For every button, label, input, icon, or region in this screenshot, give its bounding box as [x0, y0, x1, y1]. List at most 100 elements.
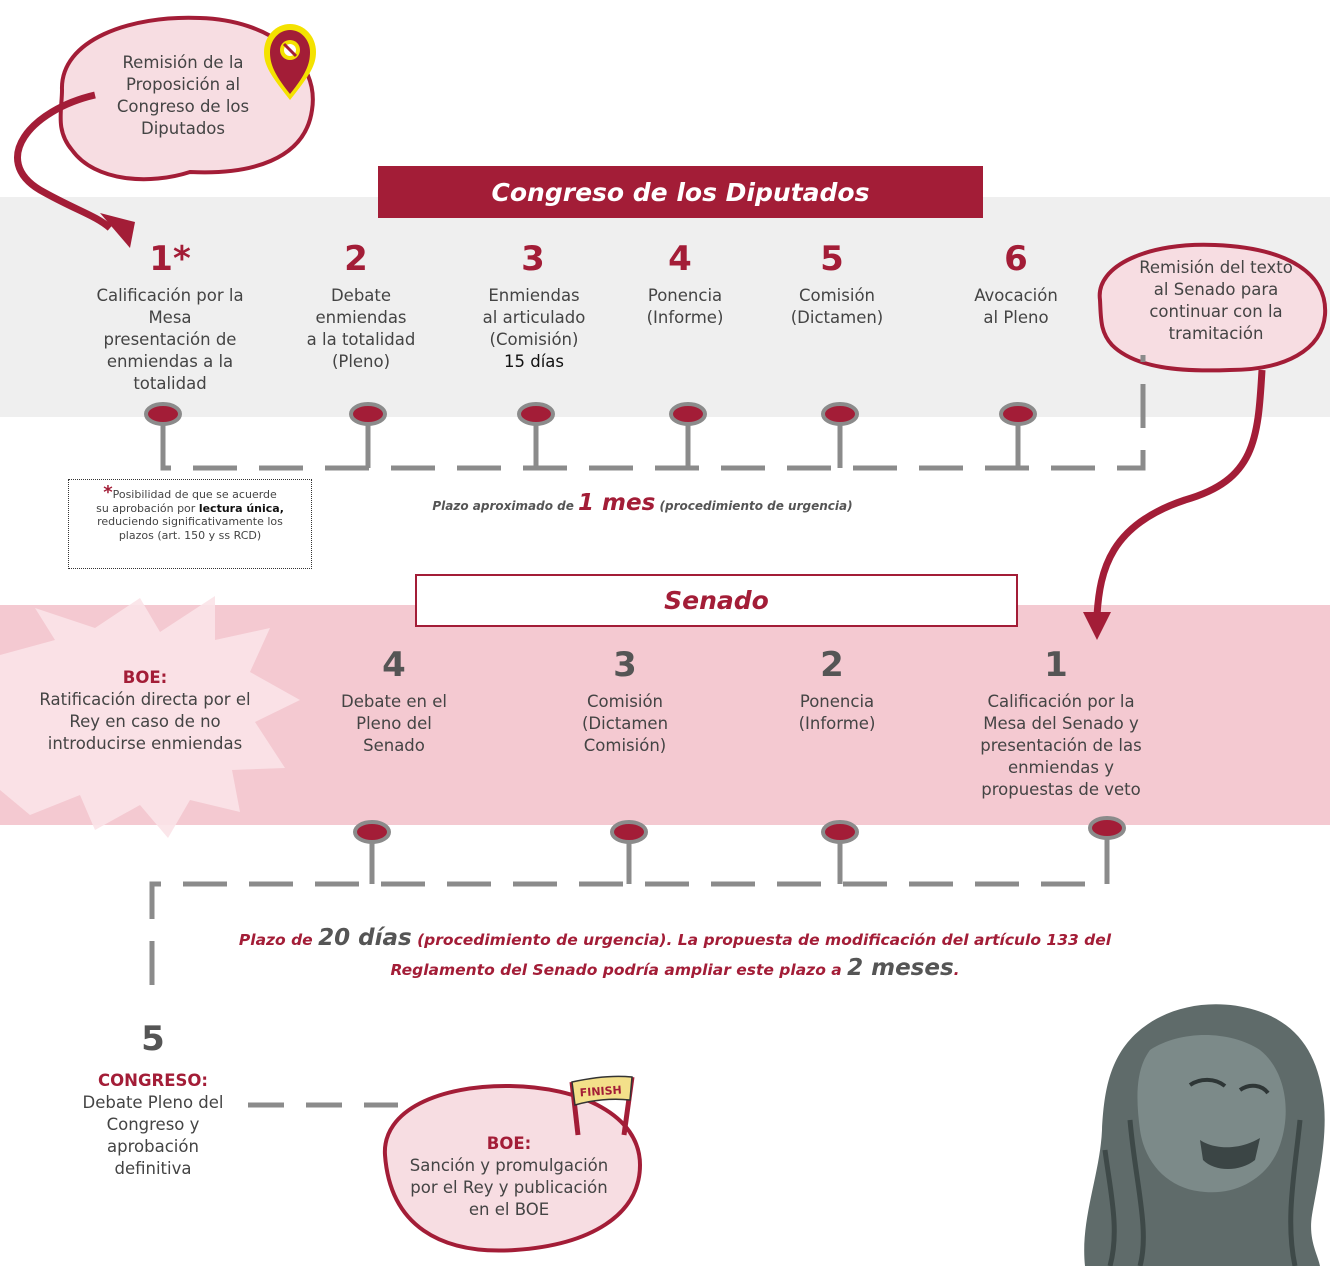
step-line: (Informe) [798, 714, 876, 733]
congreso-step-6-number: 6 [1004, 239, 1028, 279]
final-step-heading: CONGRESO: [98, 1071, 208, 1090]
lion-statue-image [1084, 1004, 1325, 1266]
step-line: Calificación por la [96, 286, 244, 305]
boe-final-line: Sanción y promulgación [409, 1156, 609, 1175]
location-pin-icon [264, 24, 316, 100]
congreso-step-6: Avocación al Pleno [941, 285, 1091, 329]
footnote-star: * [103, 482, 113, 503]
plazo-value: 2 meses [847, 955, 954, 981]
boe-ratificacion: BOE: Ratificación directa por el Rey en … [15, 667, 275, 755]
congreso-pin-heads [144, 402, 1037, 426]
plazo-value: 1 mes [578, 490, 656, 516]
start-bubble-line: Remisión de la [122, 53, 244, 72]
plazo-pre: Plazo aproximado de [432, 499, 574, 513]
congreso-step-2: Debate enmiendas a la totalidad (Pleno) [286, 285, 436, 373]
remision-arrow [1093, 369, 1266, 616]
step-line: enmiendas y [1007, 758, 1115, 777]
step-line: al Pleno [983, 308, 1049, 327]
senado-step-3: Comisión (Dictamen Comisión) [550, 691, 700, 757]
finish-banner-icon: FINISH [569, 1075, 635, 1136]
footnote-strong: lectura única, [198, 501, 284, 515]
remision-line: continuar con la [1149, 302, 1283, 321]
step-line: Debate en el [341, 692, 447, 711]
senado-pins [369, 832, 1110, 884]
step-line: Comisión) [583, 736, 667, 755]
plazo-post: (procedimiento de urgencia) [659, 499, 853, 513]
start-arrowhead [100, 213, 135, 248]
plazo-post: (procedimiento de urgencia). La propuest… [417, 931, 1112, 949]
plazo-pre: Reglamento del Senado podría ampliar est… [390, 961, 842, 979]
step-line: a la totalidad [306, 330, 416, 349]
step-line: presentación de [103, 330, 237, 349]
remision-line: Remisión del texto [1139, 258, 1293, 277]
boe-heading: BOE: [122, 668, 168, 687]
final-congreso-step: CONGRESO: Debate Pleno del Congreso y ap… [63, 1070, 243, 1180]
step-line: Ponencia [799, 692, 875, 711]
step-line: (Informe) [646, 308, 724, 327]
boe-line: Ratificación directa por el [39, 690, 251, 709]
step-line: enmiendas a la [106, 352, 234, 371]
start-arrow [14, 91, 113, 231]
congreso-step-4-number: 4 [668, 239, 692, 279]
congreso-step-5-number: 5 [820, 239, 844, 279]
remision-line: tramitación [1168, 324, 1264, 343]
step-line: Ponencia [647, 286, 723, 305]
remision-line: al Senado para [1153, 280, 1279, 299]
congreso-step-2-number: 2 [344, 239, 368, 279]
plazo-post: . [953, 961, 960, 979]
remision-bubble: Remisión del texto al Senado para contin… [1118, 257, 1314, 345]
remision-arrowhead [1083, 612, 1111, 640]
step-line: Debate Pleno del [82, 1093, 224, 1112]
remision-bubble-shape [1097, 242, 1328, 373]
step-line: Senado [363, 736, 425, 755]
footnote-line: Posibilidad de que se acuerde [112, 488, 277, 501]
senado-step-2-number: 2 [820, 645, 844, 685]
boe-final-heading: BOE: [486, 1134, 532, 1153]
step-line: propuestas de veto [981, 780, 1141, 799]
senado-step-4: Debate en el Pleno del Senado [319, 691, 469, 757]
start-bubble: Remisión de la Proposición al Congreso d… [95, 52, 271, 140]
step-line: Mesa del Senado y [983, 714, 1139, 733]
final-step-number: 5 [141, 1019, 165, 1059]
step-line: al articulado [482, 308, 586, 327]
step-line: Congreso y [106, 1115, 200, 1134]
step-line: (Dictamen) [790, 308, 884, 327]
boe-line: introducirse enmiendas [47, 734, 243, 753]
step-line: totalidad [133, 374, 207, 393]
step-line: (Comisión) [489, 330, 579, 349]
boe-line: Rey en caso de no [69, 712, 221, 731]
start-bubble-line: Proposición al [125, 75, 241, 94]
senado-plazo-note: Plazo de 20 días (procedimiento de urgen… [200, 924, 1150, 984]
congreso-step-4: Ponencia (Informe) [610, 285, 760, 329]
step-line: enmiendas [315, 308, 407, 327]
senado-step-1: Calificación por la Mesa del Senado y pr… [961, 691, 1161, 801]
step-line: presentación de las [980, 736, 1142, 755]
boe-final-line: en el BOE [468, 1200, 550, 1219]
senado-pin-heads [353, 816, 1126, 844]
step-line: Mesa [148, 308, 192, 327]
congreso-step-3-number: 3 [521, 239, 545, 279]
start-bubble-line: Diputados [141, 119, 225, 138]
step-line: (Dictamen [581, 714, 669, 733]
step-line: Avocación [974, 286, 1058, 305]
step-line: Enmiendas [488, 286, 580, 305]
step-line: Debate [330, 286, 392, 305]
senado-step-1-number: 1 [1044, 645, 1068, 685]
senado-step-4-number: 4 [382, 645, 406, 685]
step-line: Comisión [798, 286, 875, 305]
congreso-step-5: Comisión (Dictamen) [762, 285, 912, 329]
step-line: Comisión [586, 692, 663, 711]
step-line: Calificación por la [987, 692, 1135, 711]
congreso-title: Congreso de los Diputados [378, 166, 983, 218]
footnote-line: plazos (art. 150 y ss RCD) [118, 528, 262, 542]
finish-label: FINISH [579, 1084, 622, 1100]
congreso-step-1-number: 1* [149, 239, 191, 279]
congreso-step-1: Calificación por la Mesa presentación de… [80, 285, 260, 395]
step-deadline: 15 días [503, 352, 564, 371]
boe-final-line: por el Rey y publicación [410, 1178, 608, 1197]
lectura-unica-footnote: *Posibilidad de que se acuerde su aproba… [68, 479, 312, 569]
senado-step-3-number: 3 [613, 645, 637, 685]
step-line: (Pleno) [331, 352, 391, 371]
step-line: Pleno del [356, 714, 432, 733]
